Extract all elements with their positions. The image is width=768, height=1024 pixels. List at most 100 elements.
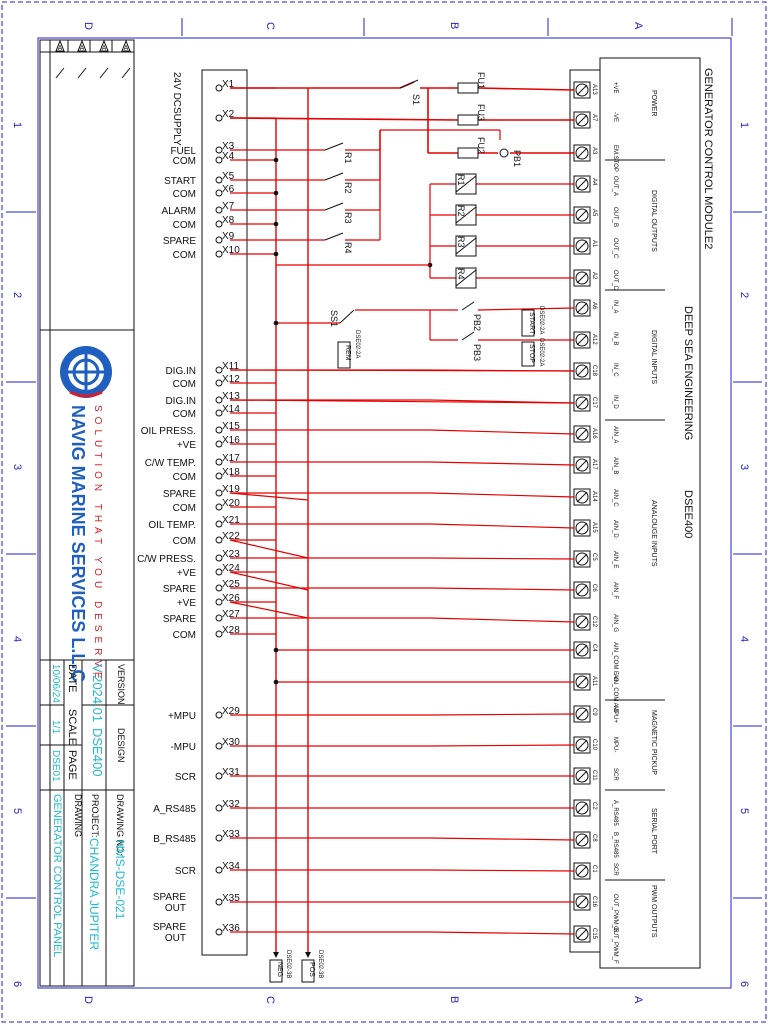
terminal-screw-icon — [215, 426, 223, 434]
wire — [229, 601, 309, 619]
terminal-screw-icon — [215, 711, 223, 719]
start-label: START — [528, 312, 535, 335]
terminal-screw-icon — [215, 220, 223, 228]
terminal-id: X19 — [222, 484, 240, 495]
terminal-label: B_RS485 — [153, 834, 196, 845]
pin-id: C15 — [591, 928, 597, 940]
terminal-id: X35 — [222, 893, 240, 904]
start-tag — [521, 309, 535, 337]
terminal-screw-icon — [215, 440, 223, 448]
scale-value: 1/1 — [50, 720, 61, 734]
revision-triangle-icon — [99, 39, 109, 52]
neg-label: NEG — [276, 962, 283, 977]
company-logo — [60, 346, 112, 398]
revision-triangle-icon — [55, 39, 65, 52]
terminal-screw-icon — [215, 236, 223, 244]
zone-number-left: 2 — [11, 292, 23, 298]
revision-letter: A — [80, 45, 85, 52]
terminal-id: X32 — [222, 799, 240, 810]
wire — [429, 931, 575, 935]
pin-function: AIN_COM E-G — [612, 642, 618, 682]
zone-letter-bottom: A — [632, 996, 644, 1004]
pin-function: OUT_B — [612, 207, 618, 227]
zone-number-right: 3 — [738, 464, 750, 470]
terminal-screw-icon — [215, 366, 223, 374]
junction-dot — [273, 251, 279, 257]
fu2-label: FU2 — [476, 137, 486, 154]
pos-label: POS — [308, 962, 315, 977]
terminal-id: X28 — [222, 625, 240, 636]
pin-screw-slot — [576, 834, 588, 846]
zone-letter-bottom: B — [448, 996, 460, 1003]
terminal-screw-icon — [215, 630, 223, 638]
terminal-screw-icon — [215, 554, 223, 562]
pin-function: A_RS485 — [612, 800, 618, 826]
pin-screw-icon — [575, 927, 589, 941]
arrow-down-icon — [273, 952, 279, 958]
pushbutton-icon — [499, 148, 509, 158]
terminal-id: X34 — [222, 861, 240, 872]
pin-screw-icon — [575, 146, 589, 160]
terminal-id: X30 — [222, 737, 240, 748]
pin-screw-icon — [575, 801, 589, 815]
zone-number-right: 2 — [738, 292, 750, 298]
relay-coil-label: R3 — [456, 236, 466, 248]
version-value: V.2024.01 — [90, 664, 105, 722]
terminal-id: X14 — [222, 404, 240, 415]
terminal-screw-icon — [215, 536, 223, 544]
terminal-screw-icon — [215, 206, 223, 214]
pin-function: SCR — [612, 768, 618, 781]
pin-id: A12 — [591, 334, 597, 345]
pin-screw-slot — [576, 272, 588, 284]
terminal-screw-icon — [215, 396, 223, 404]
revision-letter: A — [124, 45, 129, 52]
terminal-id: X23 — [222, 549, 240, 560]
terminal-screw-icon — [215, 866, 223, 874]
pin-id: A15 — [591, 522, 597, 533]
junction-dot — [273, 157, 279, 163]
pin-screw-icon — [575, 301, 589, 315]
pin-screw-slot — [576, 553, 588, 565]
terminal-id: X22 — [222, 531, 240, 542]
terminal-screw-icon — [215, 503, 223, 511]
zone-number-left: 4 — [11, 636, 23, 642]
pin-function: AIN_G — [612, 614, 618, 632]
zone-number-right: 4 — [738, 636, 750, 642]
s1-label: S1 — [411, 94, 421, 105]
pin-screw-slot — [576, 676, 588, 688]
pin-screw-slot — [576, 770, 588, 782]
wire — [477, 87, 575, 91]
terminal-label: SPARE — [163, 584, 196, 595]
stop-label: STOP — [528, 344, 535, 363]
pin-id: C10 — [591, 739, 597, 751]
pin-screw-icon — [575, 83, 589, 97]
wire — [429, 461, 575, 466]
pin-screw-slot — [576, 334, 588, 346]
pin-id: C9 — [591, 708, 597, 716]
terminal-screw-icon — [215, 156, 223, 164]
project-label: PROJECT: — [90, 794, 100, 838]
terminal-id: X11 — [222, 361, 239, 372]
pin-screw-slot — [576, 865, 588, 877]
pin-screw-icon — [575, 396, 589, 410]
terminal-id: X26 — [222, 593, 240, 604]
relay-coil-label: R4 — [456, 268, 466, 280]
fuse-icon — [457, 114, 479, 126]
pin-screw-slot — [576, 739, 588, 751]
terminal-id: X20 — [222, 498, 240, 509]
arrow-down-icon — [305, 952, 311, 958]
terminal-screw-icon — [215, 834, 223, 842]
terminal-screw-icon — [215, 409, 223, 417]
pin-screw-icon — [575, 864, 589, 878]
terminal-label: COM — [173, 220, 196, 231]
terminal-label: OIL PRESS. — [141, 426, 196, 437]
terminal-screw-icon — [215, 568, 223, 576]
pin-function: AIN_F — [612, 582, 618, 599]
pin-screw-slot — [576, 397, 588, 409]
design-label: DESIGN — [116, 728, 126, 763]
relay-coil-label: R2 — [456, 205, 466, 217]
